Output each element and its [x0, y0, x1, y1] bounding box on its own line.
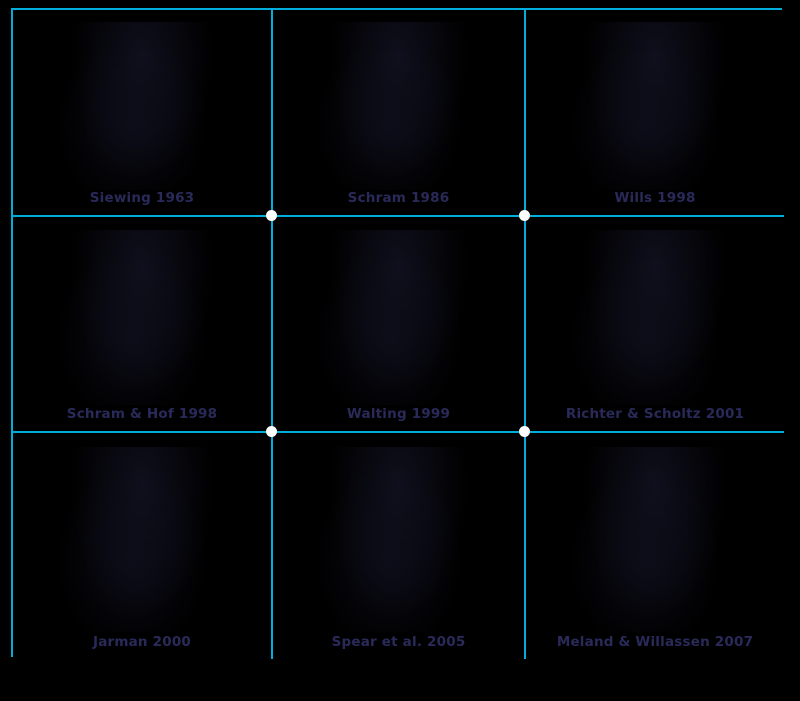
grid-cell-r3c2[interactable]: Spear et al. 2005: [273, 433, 526, 659]
node-top-left-marker[interactable]: [265, 209, 277, 221]
hypothesis-grid: Siewing 1963 Schram 1986 Wills 1998 Schr…: [11, 8, 784, 659]
grid-cell-r2c3[interactable]: Richter & Scholtz 2001: [526, 217, 784, 433]
tree-diagram-art-r1c3: [572, 22, 738, 191]
cell-label-r2c3: Richter & Scholtz 2001: [565, 406, 745, 422]
node-bottom-right-marker[interactable]: [518, 425, 530, 437]
grid-cell-r1c2[interactable]: Schram 1986: [273, 10, 526, 217]
grid-cell-r1c3[interactable]: Wills 1998: [526, 10, 784, 217]
node-bottom-left-marker[interactable]: [265, 425, 277, 437]
tree-diagram-art-r2c3: [572, 229, 738, 406]
tree-diagram-art-r3c2: [318, 446, 479, 632]
cell-label-r3c2: Spear et al. 2005: [331, 634, 466, 650]
tree-diagram-art-r1c2: [318, 22, 479, 191]
grid-cell-r3c3[interactable]: Meland & Willassen 2007: [526, 433, 784, 659]
cell-label-r1c1: Siewing 1963: [89, 190, 195, 206]
cell-label-r2c1: Schram & Hof 1998: [66, 406, 218, 422]
cell-label-r1c2: Schram 1986: [347, 190, 450, 206]
grid-cell-r2c2[interactable]: Walting 1999: [273, 217, 526, 433]
tree-diagram-art-r2c2: [318, 229, 479, 406]
tree-diagram-art-r3c1: [59, 446, 225, 632]
cell-label-r3c1: Jarman 2000: [92, 634, 192, 650]
cell-label-r3c3: Meland & Willassen 2007: [556, 634, 754, 650]
tree-diagram-art-r3c3: [572, 446, 738, 632]
node-top-right-marker[interactable]: [518, 209, 530, 221]
tree-diagram-art-r1c1: [59, 22, 225, 191]
cell-label-r1c3: Wills 1998: [614, 190, 696, 206]
grid-cell-r1c1[interactable]: Siewing 1963: [13, 10, 273, 217]
grid-cell-r3c1[interactable]: Jarman 2000: [13, 433, 273, 659]
cell-label-r2c2: Walting 1999: [346, 406, 451, 422]
grid-cell-r2c1[interactable]: Schram & Hof 1998: [13, 217, 273, 433]
tree-diagram-art-r2c1: [59, 229, 225, 406]
